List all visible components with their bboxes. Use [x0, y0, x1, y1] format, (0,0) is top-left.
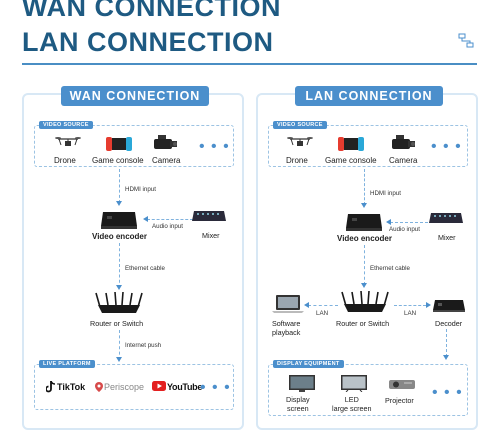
- decoder-icon: [433, 300, 465, 312]
- decoder-arrow: [443, 355, 449, 360]
- lan-audio-line: [390, 222, 428, 223]
- youtube-icon: [152, 381, 166, 391]
- display-equipment-box: DISPLAY EQUIPMENT: [268, 360, 468, 416]
- video-encoder-icon: [101, 212, 137, 229]
- lan-right-line: [394, 305, 426, 306]
- tiktok-icon: [46, 381, 56, 393]
- display-screen-icon: [289, 375, 315, 392]
- lan-mixer-label: Mixer: [438, 233, 456, 242]
- lan-right-label: LAN: [404, 310, 417, 317]
- lan-left-arrow: [304, 302, 309, 308]
- mixer-icon: [192, 211, 226, 221]
- hdmi-arrow: [116, 201, 122, 206]
- video-source-label: VIDEO SOURCE: [39, 121, 93, 129]
- projector-icon: [389, 380, 415, 389]
- video-source-box: VIDEO SOURCE: [34, 121, 234, 167]
- platform-youtube: YouTube: [167, 382, 203, 392]
- lan-video-source-label: VIDEO SOURCE: [273, 121, 327, 129]
- lan-heading: LAN CONNECTION: [22, 27, 274, 57]
- lan-drone-icon: [287, 137, 313, 146]
- ethernet-arrow: [116, 285, 122, 290]
- lan-router-icon: [341, 290, 389, 312]
- drone-icon: [55, 137, 81, 146]
- lan-audio-label: Audio input: [389, 226, 420, 233]
- hdmi-label: HDMI input: [125, 186, 156, 193]
- lan-video-encoder-icon: [346, 214, 382, 231]
- lan-ethernet-label: Ethernet cable: [370, 265, 410, 272]
- platform-tiktok: TikTok: [57, 382, 86, 392]
- decoder-line: [446, 329, 447, 357]
- led-screen-icon: [341, 375, 367, 392]
- more-platforms: • • •: [200, 379, 231, 396]
- lan-audio-arrow: [386, 219, 391, 225]
- live-platform-box: LIVE PLATFORM: [34, 360, 234, 410]
- software-playback-label: Software playback: [272, 319, 301, 337]
- lan-ethernet-line: [364, 245, 365, 285]
- lan-ethernet-arrow: [361, 283, 367, 288]
- lan-encoder-label: Video encoder: [337, 234, 392, 243]
- source-game-console: Game console: [92, 156, 144, 165]
- platform-periscope: Periscope: [104, 382, 145, 392]
- lan-left-line: [308, 305, 338, 306]
- lan-hdmi-arrow: [361, 203, 367, 208]
- lan-left-label: LAN: [316, 310, 329, 317]
- lan-hdmi-label: HDMI input: [370, 190, 401, 197]
- projector-label: Projector: [385, 396, 414, 405]
- lan-game-console-icon: [338, 137, 364, 151]
- lan-more-sources: • • •: [431, 138, 462, 155]
- lan-camera-icon: [392, 135, 415, 149]
- lan-source-game-console: Game console: [325, 156, 377, 165]
- audio-arrow: [143, 216, 148, 222]
- ethernet-label: Ethernet cable: [125, 265, 165, 272]
- router-icon: [95, 291, 143, 313]
- periscope-icon: [95, 382, 103, 392]
- live-platform-label: LIVE PLATFORM: [39, 360, 95, 368]
- game-console-icon: [106, 137, 132, 151]
- internet-arrow: [116, 357, 122, 362]
- source-camera: Camera: [152, 156, 181, 165]
- audio-line: [147, 219, 193, 220]
- source-drone: Drone: [54, 156, 76, 165]
- router-label: Router or Switch: [90, 319, 144, 328]
- ethernet-line: [119, 243, 120, 288]
- wan-heading: WAN CONNECTION: [22, 0, 281, 22]
- led-screen-label: LED large screen: [332, 395, 372, 413]
- audio-label: Audio input: [152, 223, 183, 230]
- internet-line: [119, 330, 120, 360]
- internet-label: Internet push: [125, 342, 162, 349]
- hdmi-line: [119, 169, 120, 203]
- lan-panel: LAN CONNECTION VIDEO SOURCE Drone Game c…: [256, 86, 478, 430]
- display-screen-label: Display screen: [286, 395, 310, 413]
- lan-router-label: Router or Switch: [336, 319, 390, 328]
- network-icon: [458, 33, 474, 48]
- decoder-label: Decoder: [435, 319, 463, 328]
- lan-source-drone: Drone: [286, 156, 308, 165]
- encoder-label: Video encoder: [92, 232, 147, 241]
- display-equipment-label: DISPLAY EQUIPMENT: [273, 360, 344, 368]
- more-displays: • • •: [432, 384, 463, 401]
- laptop-icon: [272, 295, 304, 313]
- wan-panel: WAN CONNECTION VIDEO SOURCE Drone Game c…: [22, 86, 244, 430]
- lan-source-camera: Camera: [389, 156, 418, 165]
- lan-panel-title: LAN CONNECTION: [295, 86, 443, 106]
- heading-divider: [22, 63, 477, 65]
- lan-right-arrow: [426, 302, 431, 308]
- more-sources: • • •: [199, 138, 230, 155]
- lan-mixer-icon: [429, 213, 463, 223]
- mixer-label: Mixer: [202, 231, 220, 240]
- camera-icon: [154, 135, 177, 149]
- lan-hdmi-line: [364, 169, 365, 205]
- wan-panel-title: WAN CONNECTION: [61, 86, 209, 106]
- lan-video-source-box: VIDEO SOURCE: [268, 121, 468, 167]
